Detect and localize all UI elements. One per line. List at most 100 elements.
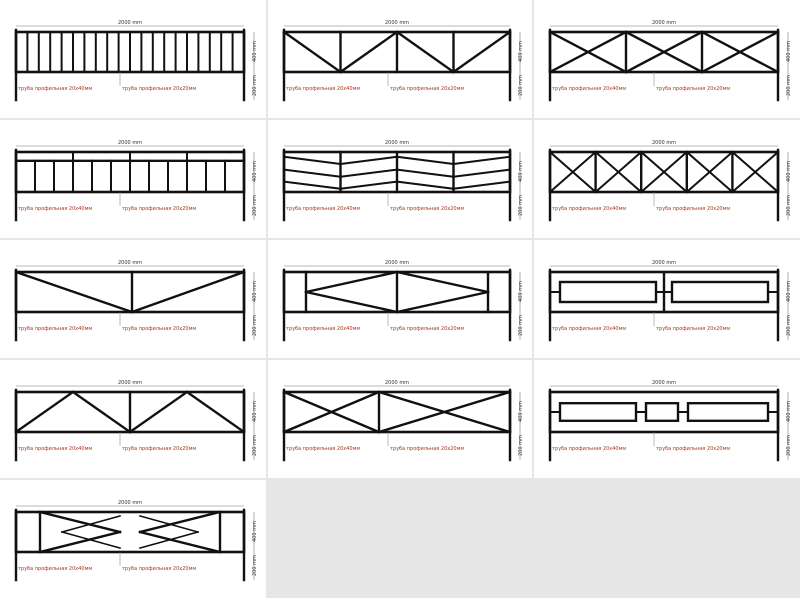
infill-material-label: труба профильная 20х20мм	[390, 86, 464, 92]
leg-dimension-label: 200 mm	[518, 75, 524, 96]
frame-material-label: труба профильная 20х40мм	[552, 206, 626, 212]
leg-dimension-label: 200 mm	[786, 195, 792, 216]
leg-dimension-label: 200 mm	[252, 315, 258, 336]
height-dimension-label: 400 mm	[252, 281, 258, 302]
width-dimension-label: 2000 mm	[385, 140, 409, 146]
fence-design-card: 2000 mm 400 mm 200 mm труба профильная 20х4…	[268, 240, 532, 358]
infill-bar	[139, 531, 199, 549]
frame-material-label: труба профильная 20х40мм	[18, 446, 92, 452]
width-dimension-label: 2000 mm	[385, 260, 409, 266]
frame-material-label: труба профильная 20х40мм	[18, 566, 92, 572]
width-dimension-label: 2000 mm	[652, 20, 676, 26]
leg-dimension-label: 200 mm	[786, 75, 792, 96]
infill-material-label: труба профильная 20х20мм	[656, 206, 730, 212]
rect-panel	[670, 280, 770, 304]
frame-material-label: труба профильная 20х40мм	[18, 206, 92, 212]
infill-material-label: труба профильная 20х20мм	[656, 446, 730, 452]
cross-bar	[685, 150, 734, 194]
leg-dimension-label: 200 mm	[518, 315, 524, 336]
frame-material-label: труба профильная 20х40мм	[286, 86, 360, 92]
height-dimension-label: 400 mm	[252, 521, 258, 542]
fence-drawing: 2000 mm 400 mm 200 mm труба профильная 20х4…	[282, 260, 524, 342]
infill-material-label: труба профильная 20х20мм	[390, 446, 464, 452]
infill-bar	[304, 290, 399, 314]
fence-frame	[548, 390, 780, 434]
fence-drawing: 2000 mm 400 mm 200 mm труба профильная 20х4…	[14, 260, 258, 342]
infill-bar	[61, 515, 121, 533]
chevron-bar	[282, 155, 342, 166]
rect-panel	[644, 402, 680, 423]
infill-material-label: труба профильная 20х20мм	[122, 446, 196, 452]
cross-bar	[639, 150, 689, 194]
infill-bar	[38, 510, 122, 534]
infill-bar	[14, 390, 75, 434]
height-dimension-label: 400 mm	[252, 161, 258, 182]
infill-bar	[377, 390, 512, 434]
height-dimension-label: 400 mm	[518, 281, 524, 302]
infill-bar	[128, 390, 189, 434]
fence-frame	[282, 390, 512, 434]
chevron-bar	[339, 168, 399, 178]
infill-bar	[138, 530, 222, 554]
leg-dimension-label: 200 mm	[786, 315, 792, 336]
fence-frame	[14, 270, 246, 314]
chevron-bar	[452, 155, 512, 166]
infill-bar	[61, 531, 121, 549]
leg-dimension-label: 200 mm	[252, 555, 258, 576]
frame-material-label: труба профильная 20х40мм	[286, 206, 360, 212]
infill-material-label: труба профильная 20х20мм	[390, 206, 464, 212]
leg-dimension-label: 200 mm	[786, 435, 792, 456]
height-dimension-label: 400 mm	[252, 41, 258, 62]
chevron-bar	[339, 180, 399, 190]
cross-bar	[594, 150, 643, 194]
chevron-bar	[282, 168, 342, 178]
infill-bar	[395, 290, 490, 314]
height-dimension-label: 400 mm	[252, 401, 258, 422]
chevron-bar	[395, 180, 455, 190]
infill-material-label: труба профильная 20х20мм	[656, 86, 730, 92]
infill-bar	[700, 30, 780, 74]
chevron-bar	[452, 180, 512, 190]
width-dimension-label: 2000 mm	[118, 380, 142, 386]
frame-material-label: труба профильная 20х40мм	[18, 326, 92, 332]
width-dimension-label: 2000 mm	[118, 260, 142, 266]
chevron-bar	[339, 155, 399, 166]
infill-bar	[71, 390, 132, 434]
height-dimension-label: 400 mm	[518, 401, 524, 422]
chevron-bar	[395, 155, 455, 166]
height-dimension-label: 400 mm	[786, 281, 792, 302]
frame-material-label: труба профильная 20х40мм	[286, 326, 360, 332]
height-dimension-label: 400 mm	[786, 41, 792, 62]
frame-material-label: труба профильная 20х40мм	[552, 326, 626, 332]
width-dimension-label: 2000 mm	[652, 260, 676, 266]
infill-bar	[138, 510, 222, 534]
height-dimension-label: 400 mm	[518, 161, 524, 182]
height-dimension-label: 400 mm	[786, 401, 792, 422]
infill-bar	[185, 390, 246, 434]
infill-bar	[139, 515, 199, 533]
fence-frame	[14, 510, 246, 554]
width-dimension-label: 2000 mm	[652, 380, 676, 386]
leg-dimension-label: 200 mm	[252, 435, 258, 456]
chevron-bar	[452, 168, 512, 178]
chevron-bar	[395, 168, 455, 178]
infill-material-label: труба профильная 20х20мм	[122, 206, 196, 212]
